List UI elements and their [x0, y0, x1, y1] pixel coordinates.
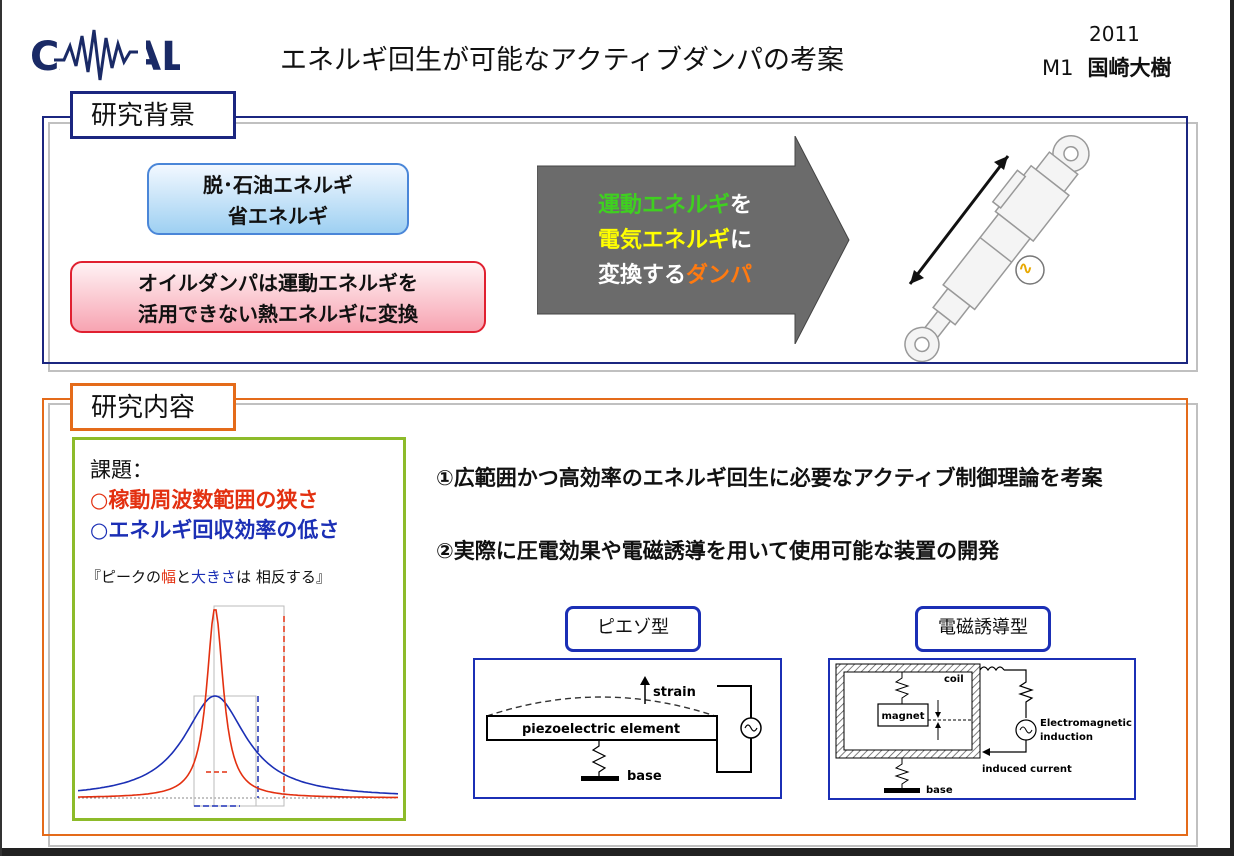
- electromagnetic-type-tag: 電磁誘導型: [915, 606, 1051, 652]
- red-peak-box: [213, 605, 285, 807]
- piezo-base-label: base: [627, 769, 662, 784]
- convert-text: 変換する: [597, 263, 686, 288]
- lab-logo: CAMAL: [30, 22, 187, 90]
- lab-logo-graphic: CAMAL: [30, 29, 187, 81]
- grade-label: M1: [1042, 56, 1074, 80]
- piezo-diagram: piezoelectric element strain base: [473, 658, 782, 799]
- electromagnetic-diagram: magnet coil Electromagnetic induction in…: [828, 658, 1136, 800]
- issue-item-frequency: ○稼動周波数範囲の狭さ: [90, 488, 319, 512]
- arrow-text-line2: 電気エネルギに: [550, 223, 800, 258]
- note-width: 幅: [161, 568, 177, 586]
- year-label: 2011: [1089, 22, 1140, 46]
- slide-shadow-right: [1230, 0, 1234, 856]
- research-item-control-theory: ①広範囲かつ高効率のエネルギ回生に必要なアクティブ制御理論を考案: [436, 466, 1103, 490]
- note-part-e: は 相反する』: [236, 568, 331, 586]
- background-frame-shadow: [48, 122, 1198, 372]
- oil-damper-line2: 活用できない熱エネルギに変換: [138, 302, 418, 326]
- background-frame: [42, 116, 1188, 364]
- content-section-label: 研究内容: [70, 383, 236, 431]
- petroleum-energy-line1: 脱･石油エネルギ: [203, 173, 353, 197]
- damper-illustration: [882, 122, 1112, 366]
- note-part-c: と: [176, 568, 192, 586]
- issue-item-efficiency: ○エネルギ回収効率の低さ: [90, 518, 340, 542]
- petroleum-energy-line2: 省エネルギ: [228, 204, 328, 228]
- piezo-type-tag: ピエゾ型: [565, 606, 701, 652]
- conversion-arrow-text: 運動エネルギを 電気エネルギに 変換するダンパ: [550, 188, 800, 293]
- slide-title: エネルギ回生が可能なアクティブダンパの考案: [280, 45, 845, 76]
- research-item-device-development: ②実際に圧電効果や電磁誘導を用いて使用可能な装置の開発: [436, 539, 1000, 563]
- coil-label: coil: [944, 674, 964, 685]
- kinetic-energy-text: 運動エネルギ: [597, 193, 730, 218]
- resonance-curves-drawing: [77, 605, 399, 807]
- peak-tradeoff-note: 『ピークの幅と大きさは 相反する』: [86, 566, 331, 587]
- piezo-element-label: piezoelectric element: [522, 722, 680, 737]
- damper-text: ダンパ: [686, 263, 753, 288]
- red-response-curve: [78, 609, 398, 799]
- issues-box: [72, 437, 406, 821]
- induction-label-line2: induction: [1040, 732, 1093, 743]
- content-frame-shadow: [48, 403, 1198, 847]
- em-base-label: base: [926, 785, 953, 796]
- arrow-particle-2: に: [730, 228, 753, 253]
- issues-heading: 課題：: [90, 458, 153, 482]
- arrow-particle-1: を: [730, 193, 753, 218]
- arrow-text-line1: 運動エネルギを: [550, 188, 800, 223]
- oil-damper-line1: オイルダンパは運動エネルギを: [138, 271, 418, 295]
- background-section-label: 研究背景: [70, 91, 236, 139]
- content-frame: [42, 398, 1188, 836]
- damper-drawing: [904, 134, 1090, 363]
- electric-energy-text: 電気エネルギ: [597, 228, 730, 253]
- resonance-curves: [77, 600, 400, 816]
- note-magnitude: 大きさ: [191, 568, 237, 586]
- conversion-arrow: [536, 135, 852, 348]
- induction-label-line1: Electromagnetic: [1040, 718, 1132, 729]
- blue-response-curve: [77, 695, 399, 795]
- electromagnetic-diagram-drawing: magnet coil Electromagnetic induction in…: [835, 663, 1132, 796]
- author-name: 国崎大樹: [1087, 56, 1172, 80]
- oil-damper-box: オイルダンパは運動エネルギを 活用できない熱エネルギに変換: [70, 261, 486, 333]
- arrow-text-line3: 変換するダンパ: [550, 258, 800, 293]
- ac-source-icon: ∿: [1018, 258, 1034, 279]
- conversion-arrow-shape: [536, 135, 850, 345]
- strain-label: strain: [653, 685, 696, 700]
- note-part-a: 『ピークの: [86, 568, 162, 586]
- magnet-label: magnet: [881, 711, 924, 722]
- piezo-diagram-drawing: piezoelectric element strain base: [486, 676, 762, 784]
- author-line: M1 国崎大樹: [1042, 52, 1171, 82]
- induced-current-label: induced current: [982, 764, 1072, 775]
- slide-shadow-bottom: [2, 848, 1234, 856]
- petroleum-energy-box: 脱･石油エネルギ 省エネルギ: [147, 163, 409, 235]
